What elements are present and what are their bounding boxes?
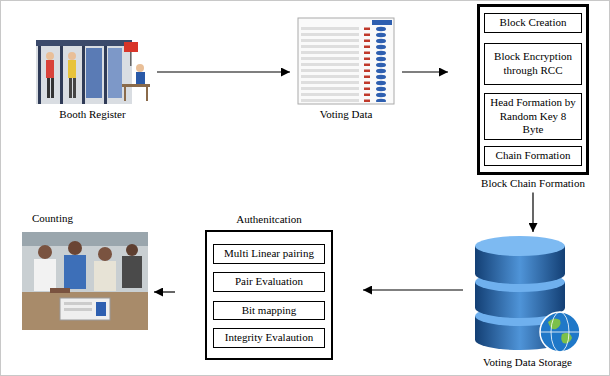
- voting-machine-illustration: [298, 18, 394, 104]
- arrow-connector: [363, 289, 463, 290]
- counting-photo-part: [50, 288, 70, 293]
- database-illustration-part: [548, 318, 561, 329]
- process-box: Pair Evaluation: [213, 272, 325, 292]
- box-label: Pair Evaluation: [235, 275, 303, 289]
- counting-photo-part: [122, 256, 142, 288]
- counting-photo-part: [64, 302, 92, 305]
- booth-illustration-part: [60, 46, 63, 104]
- booth-illustration-part: [38, 46, 41, 104]
- illustration-label: Voting Data Storage: [465, 356, 590, 370]
- illustration-node: Counting: [18, 212, 152, 332]
- group-heading: Block Chain Formation: [450, 177, 610, 191]
- counting-photo-part: [64, 255, 86, 289]
- counting-photo-part: [68, 241, 82, 255]
- counting-photo-part: [64, 308, 92, 311]
- counting-photo-part: [126, 244, 138, 256]
- process-box: Chain Formation: [484, 146, 582, 166]
- booth-illustration-part: [73, 78, 76, 98]
- illustration-label: Counting: [32, 212, 73, 226]
- box-label: Head Formation by Random Key 8 Byte: [488, 96, 578, 137]
- booth-illustration-part: [124, 42, 138, 52]
- booth-illustration-part: [108, 48, 122, 98]
- booth-illustration-part: [130, 52, 132, 66]
- database-illustration-part: [475, 264, 565, 284]
- booth-illustration-part: [122, 84, 150, 87]
- box-label: Chain Formation: [496, 149, 571, 163]
- process-box: Block Creation: [484, 13, 582, 33]
- illustration-node: Voting Data Storage: [465, 234, 590, 370]
- booth-illustration-part: [104, 46, 107, 104]
- counting-photo: [22, 232, 148, 330]
- process-box: Multi Linear pairing: [213, 244, 325, 264]
- process-box: Integrity Evalaution: [213, 328, 325, 348]
- booth-illustration-part: [68, 52, 76, 60]
- booth-illustration-part: [46, 60, 54, 78]
- booth-illustration-part: [51, 78, 54, 98]
- counting-photo-part: [34, 259, 56, 291]
- database-illustration-part: [540, 332, 580, 333]
- counting-photo-part: [38, 245, 52, 259]
- counting-photo-part: [60, 298, 110, 320]
- counting-photo-part: [22, 232, 148, 246]
- box-label: Block Creation: [500, 16, 567, 30]
- voting-machine-illustration-part: [298, 26, 394, 102]
- group-box: AuthenitcationMulti Linear pairingPair E…: [205, 230, 333, 360]
- booth-illustration-part: [136, 64, 144, 72]
- booth-illustration-part: [146, 87, 148, 101]
- box-label: Block Encryption through RCC: [488, 50, 578, 78]
- database-illustration-part: [561, 333, 572, 343]
- illustration-label: Booth Register: [30, 108, 155, 122]
- booth-illustration: [36, 40, 150, 104]
- booth-illustration-part: [124, 87, 126, 101]
- counting-photo-part: [22, 232, 148, 330]
- booth-illustration-part: [36, 44, 132, 104]
- counting-photo-part: [98, 247, 112, 261]
- illustration-label: Voting Data: [292, 108, 400, 122]
- arrow-connector: [402, 71, 448, 72]
- process-box: Block Encryption through RCC: [484, 43, 582, 85]
- booth-illustration-part: [69, 78, 72, 98]
- booth-illustration-part: [46, 52, 54, 60]
- box-label: Bit mapping: [242, 304, 297, 318]
- arrow-connector: [154, 291, 175, 292]
- arrow-connector: [157, 71, 290, 72]
- box-label: Multi Linear pairing: [224, 247, 314, 261]
- process-box: Head Formation by Random Key 8 Byte: [484, 93, 582, 140]
- group-box: Block Chain FormationBlock CreationBlock…: [477, 4, 589, 175]
- database-illustration-part: [540, 312, 580, 352]
- group-heading: Authenitcation: [177, 213, 361, 227]
- booth-illustration-part: [68, 60, 76, 78]
- booth-illustration-part: [47, 78, 50, 98]
- arrow-connector: [532, 193, 533, 233]
- voting-machine-illustration-part: [298, 18, 394, 104]
- voting-machine-illustration-part: [372, 20, 392, 25]
- booth-illustration-part: [36, 40, 132, 46]
- booth-illustration-part: [86, 48, 102, 98]
- counting-photo-part: [22, 292, 148, 330]
- booth-illustration-part: [136, 72, 145, 86]
- booth-illustration-part: [82, 46, 85, 104]
- counting-photo-part: [94, 261, 116, 291]
- counting-photo-part: [96, 302, 106, 316]
- box-label: Integrity Evalaution: [225, 331, 313, 345]
- process-box: Bit mapping: [213, 301, 325, 321]
- database-illustration: [475, 236, 580, 352]
- illustration-node: Voting Data: [292, 15, 400, 122]
- database-illustration-part: [475, 236, 565, 256]
- illustration-node: Booth Register: [30, 38, 155, 122]
